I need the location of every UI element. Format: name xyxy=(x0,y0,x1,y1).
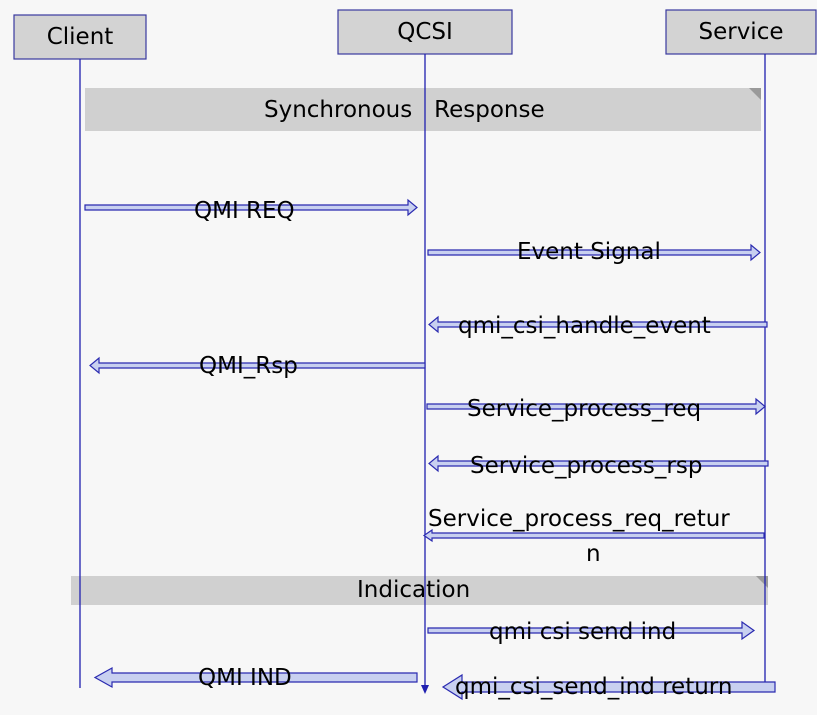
section-sync-banner xyxy=(85,88,761,131)
actor-box-qcsi xyxy=(337,9,513,55)
arrow-process-req xyxy=(426,397,766,416)
msg-label-qmi-ind: QMI IND xyxy=(198,665,292,691)
lifeline-qcsi-end-arrow xyxy=(421,685,429,694)
msg-label-qmi-req: QMI REQ xyxy=(194,198,295,224)
msg-label-qmi-rsp: QMI_Rsp xyxy=(199,353,298,379)
arrow-qmi-rsp xyxy=(89,356,426,375)
actor-label-client: Client xyxy=(46,24,114,50)
arrow-send-ind xyxy=(427,620,756,641)
actor-label-service: Service xyxy=(698,19,784,45)
arrow-req-return xyxy=(422,528,765,543)
msg-label-send-ind: qmi csi send ind xyxy=(489,619,677,645)
msg-label-process-rsp: Service_process_rsp xyxy=(470,453,703,479)
msg-label-req-return-1: Service_process_req_retur xyxy=(428,506,730,532)
section-indication-banner xyxy=(71,576,768,605)
actor-box-client xyxy=(13,14,147,60)
msg-label-req-return-2: n xyxy=(586,541,601,567)
arrow-qmi-req xyxy=(84,198,418,217)
arrow-qmi-ind xyxy=(93,666,418,689)
msg-label-process-req: Service_process_req xyxy=(467,396,702,422)
arrow-send-ind-return xyxy=(441,673,776,701)
arrow-handle-event xyxy=(428,315,768,334)
section-sync-fold xyxy=(749,88,761,100)
msg-label-handle-event: qmi_csi_handle_event xyxy=(458,313,711,339)
msg-label-event-signal: Event Signal xyxy=(517,239,661,265)
actor-label-qcsi: QCSI xyxy=(397,19,453,45)
arrow-event-signal xyxy=(427,243,761,262)
arrow-process-rsp xyxy=(428,454,769,473)
section-indication-title: Indication xyxy=(357,577,471,603)
section-sync-title: Synchronous Response xyxy=(264,97,545,123)
actor-box-service xyxy=(665,9,817,55)
msg-label-send-ind-return: qmi_csi_send_ind return xyxy=(455,674,733,700)
